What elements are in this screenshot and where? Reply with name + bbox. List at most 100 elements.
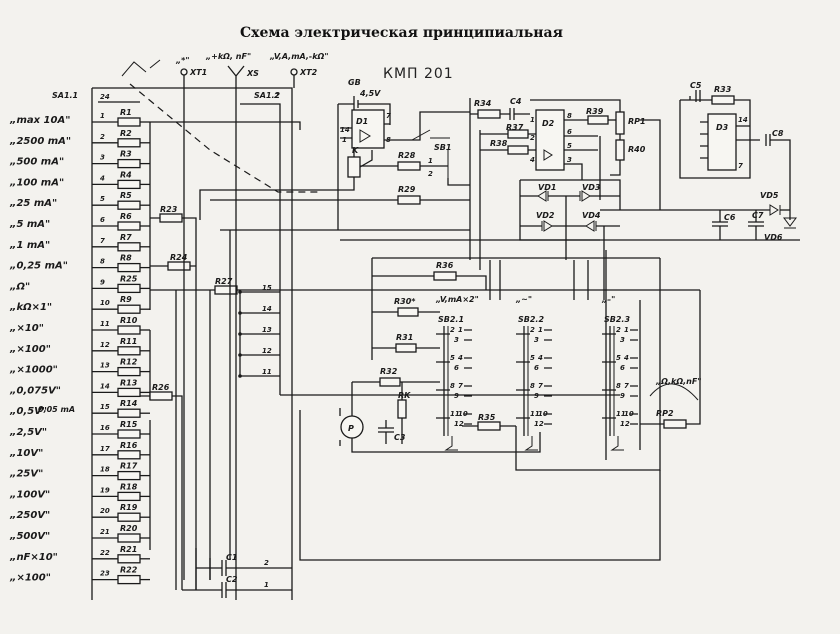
xt1-terminal[interactable]	[180, 68, 188, 76]
handwritten-note: КМП 201	[383, 66, 454, 82]
sb2-pin: 7	[624, 382, 629, 390]
range-capacitors: C1 2 C2 1	[182, 548, 292, 598]
range-label: „100 mA"	[9, 177, 64, 188]
resistor-r40	[615, 139, 625, 161]
sb1-ref[interactable]: SB1	[434, 143, 451, 152]
sb2-pin: 7	[458, 382, 463, 390]
sb2-pin: 5	[450, 354, 455, 362]
resistor-r35	[477, 421, 501, 431]
d2-pin-6: 6	[567, 128, 572, 136]
trimmer-rp1[interactable]	[615, 111, 625, 135]
switch-pin-number: 22	[100, 549, 110, 557]
range-label: „nF×10"	[9, 552, 58, 563]
range-resistor-label: R1	[120, 108, 132, 117]
resistor-r23	[159, 213, 183, 223]
d3-pin-14: 14	[738, 116, 748, 124]
sb2-pin: 11	[450, 410, 460, 418]
battery-value: 4,5V	[359, 89, 381, 98]
range-resistor-label: R25	[120, 274, 138, 283]
diode-bridge: VD1 VD3 VD2 VD4	[519, 179, 621, 300]
sa1-2-pin-2: 2	[274, 92, 279, 100]
sb2-pin: 10	[624, 410, 634, 418]
vd1-label: VD1	[538, 183, 556, 192]
sb2-pin: 6	[454, 364, 459, 372]
range-resistor	[117, 408, 141, 418]
sb2-pin: 11	[616, 410, 626, 418]
range-resistor	[117, 179, 141, 190]
sb2-pin: 6	[534, 364, 539, 372]
range-resistor	[117, 283, 141, 294]
d2-output-network: R39 RP1 R40	[586, 107, 661, 210]
range-label: „100V"	[9, 489, 50, 500]
range-resistor-label: R2	[120, 129, 132, 138]
r23-label: R23	[160, 205, 178, 214]
range-resistor-label: R13	[120, 378, 138, 387]
potentiometer-rp2[interactable]	[663, 419, 687, 429]
c2-label: C2	[226, 575, 238, 584]
d1-body	[351, 109, 385, 149]
range-label: „500V"	[9, 531, 50, 542]
d2-pin-2: 2	[530, 134, 535, 142]
sb2-ref: SB2.1	[438, 315, 464, 324]
resistor-r24	[167, 261, 191, 271]
resistor-r26	[149, 391, 173, 401]
resistor-r29-group: R29	[210, 185, 470, 205]
side-resistor-network: R23 R24 R26 R27	[140, 205, 310, 590]
range-resistor	[117, 366, 141, 377]
sb2-pin: 8	[616, 382, 621, 390]
range-resistor	[117, 200, 141, 210]
range-label: „×100"	[9, 344, 51, 355]
switch-pin-number: 23	[100, 570, 110, 578]
switch-pin-number: 20	[100, 507, 110, 515]
r32-label: R32	[380, 367, 398, 376]
d3-body	[707, 113, 737, 171]
d1-pin-1: 1	[342, 136, 347, 144]
range-resistor-label: R10	[120, 316, 138, 325]
xt2-terminal[interactable]	[290, 68, 298, 76]
range-label: „25 mA"	[9, 198, 57, 209]
sa1-2-contact-14: 14	[262, 305, 272, 313]
xs-socket[interactable]	[227, 65, 245, 600]
chip-d2: D2 1 8 2 6 4 5 3	[530, 99, 621, 180]
switch-pin-number: 16	[100, 424, 110, 432]
diagram-title: Схема электрическая принципиальная	[240, 25, 563, 41]
rp2-label: RP2	[656, 409, 674, 418]
sb2-ref: SB2.3	[604, 315, 630, 324]
sb2-pin: 2	[450, 326, 455, 334]
sb2-pin: 6	[620, 364, 625, 372]
sb2-mode-label: „V,mA×2"	[435, 295, 479, 304]
d2-pin-8: 8	[567, 112, 572, 120]
sb2-pin: 10	[458, 410, 468, 418]
range-resistor	[117, 450, 141, 460]
c7-label: C7	[752, 211, 764, 220]
sb2-pin: 9	[534, 392, 539, 400]
sa1-2-contact-13: 13	[262, 326, 272, 334]
